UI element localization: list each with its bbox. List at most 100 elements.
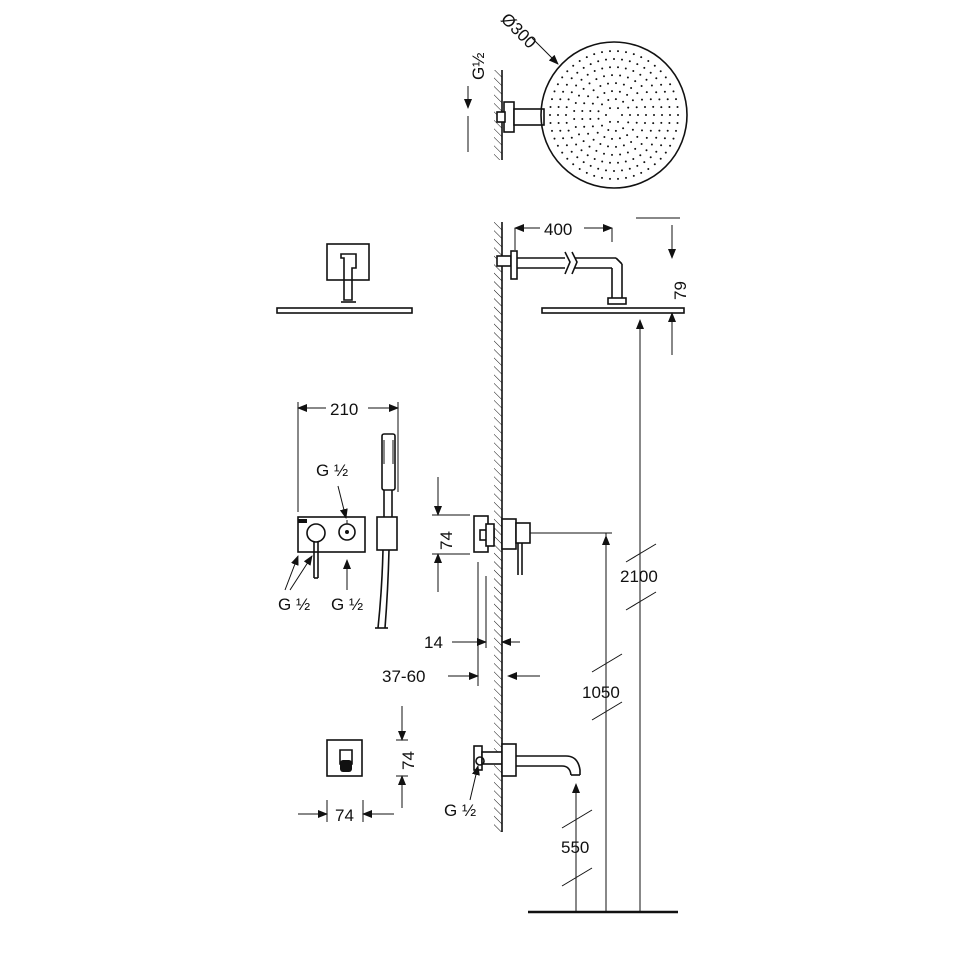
nozzle-dot [615,145,617,148]
dim-2100: 2100 [620,319,658,912]
nozzle-dot [596,131,599,134]
nozzle-dot [676,122,679,124]
nozzle-dot [570,77,573,80]
nozzle-dot [655,91,658,94]
nozzle-dot [628,167,631,170]
nozzle-dot [578,168,581,170]
nozzle-dot [586,73,589,76]
nozzle-dot [658,129,661,132]
nozzle-dot [660,121,663,124]
dim-74-diverter-horizontal: 74 [298,800,394,825]
nozzle-dot [585,171,588,174]
nozzle-dot [617,66,619,69]
nozzle-dot [644,122,646,124]
nozzle-dot [607,99,610,101]
nozzle-dot [586,154,589,157]
nozzle-dot [592,138,595,141]
nozzle-dot [640,56,643,59]
nozzle-dot [587,95,590,98]
nozzle-dot [659,157,662,160]
nozzle-dot [668,122,671,124]
nozzle-dot [578,94,580,97]
square-shower-head-front [276,243,413,314]
nozzle-dot [622,144,625,147]
nozzle-dot [601,103,603,106]
nozzle-dot [640,143,643,145]
nozzle-dot [567,98,570,101]
nozzle-dot [647,168,650,170]
nozzle-dot [666,129,669,132]
nozzle-dot [603,136,606,138]
nozzle-dot [621,58,623,61]
nozzle-dot [609,177,611,180]
nozzle-dot [658,98,661,101]
wall-hatch [494,222,502,832]
nozzle-dot [575,143,578,146]
nozzle-dot [672,90,675,93]
nozzle-dot [583,125,586,128]
nozzle-dot [611,90,613,93]
nozzle-dot [653,64,656,67]
dim-74-valve-label: 74 [437,531,456,550]
g-half-left-label: G ½ [278,595,310,614]
nozzle-dot [565,83,568,86]
dim-550: 550 [561,783,593,912]
nozzle-dots [549,50,679,180]
nozzle-dot [595,149,598,152]
nozzle-dot [626,134,629,137]
hand-shower [375,433,398,629]
nozzle-dot [593,53,596,56]
nozzle-dot [556,83,559,86]
nozzle-dot [559,98,562,101]
nozzle-dot [573,118,576,120]
dim-79: 79 [636,217,690,355]
nozzle-dot [597,117,600,120]
nozzle-dot [622,127,625,130]
nozzle-dot [629,114,631,116]
nozzle-dot [650,84,653,87]
nozzle-dot [625,51,627,54]
nozzle-dot [636,92,639,95]
nozzle-dot [603,152,605,155]
nozzle-dot [635,121,638,124]
nozzle-dot [553,137,556,140]
nozzle-dot [572,163,575,166]
nozzle-dot [565,121,568,124]
nozzle-dot [640,171,643,174]
nozzle-dot [603,75,605,78]
nozzle-dot [632,158,635,160]
nozzle-dot [607,129,610,131]
dim-74-diverter-vertical: 74 [396,706,418,808]
nozzle-dot [617,107,619,110]
nozzle-dot [601,160,604,163]
nozzle-dot [643,161,646,164]
nozzle-dot [592,89,595,92]
diameter-300-label: Ø300 [497,9,540,52]
nozzle-dot [624,67,627,70]
nozzle-dot [597,110,600,113]
nozzle-dot [605,114,607,116]
nozzle-dot [621,114,623,116]
nozzle-dot [588,145,591,148]
nozzle-dot [652,105,655,108]
nozzle-dot [614,129,617,132]
nozzle-dot [622,100,625,103]
nozzle-dot [655,150,658,153]
dim-210: 210 [297,400,399,512]
nozzle-dot [666,98,669,101]
nozzle-dot [672,137,675,140]
nozzle-dot [631,99,634,102]
nozzle-dot [632,53,635,56]
dim-550-label: 550 [561,838,589,857]
nozzle-dot [603,92,606,94]
nozzle-dot [609,50,611,53]
nozzle-dot [630,87,633,89]
nozzle-dot [609,107,611,110]
nozzle-dot [597,167,600,170]
nozzle-dot [649,156,652,159]
nozzle-dot [669,83,672,86]
diverter-front [326,739,363,777]
nozzle-dot [636,135,639,138]
nozzle-dot [570,150,573,153]
nozzle-dot [653,163,656,166]
